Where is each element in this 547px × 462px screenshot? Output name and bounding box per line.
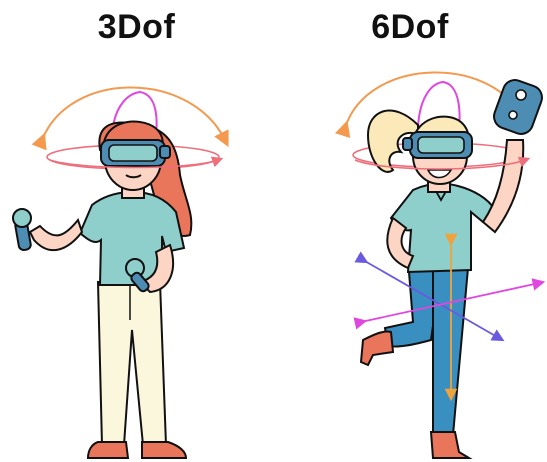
pants	[98, 282, 166, 445]
shoe-back	[361, 332, 393, 365]
shoe-front	[431, 432, 469, 458]
gamepad-icon	[491, 77, 546, 138]
raised-arm	[483, 140, 523, 232]
figure-6dof	[273, 0, 547, 462]
controller-icon	[13, 209, 31, 227]
vr-headset-icon	[403, 132, 472, 158]
panel-3dof: 3Dof	[0, 0, 273, 462]
figure-3dof	[0, 0, 273, 462]
shoe-left	[88, 442, 128, 458]
vr-headset-icon	[101, 140, 170, 166]
left-arm	[30, 220, 82, 250]
panel-6dof: 6Dof	[273, 0, 547, 462]
shoe-right	[142, 442, 186, 458]
